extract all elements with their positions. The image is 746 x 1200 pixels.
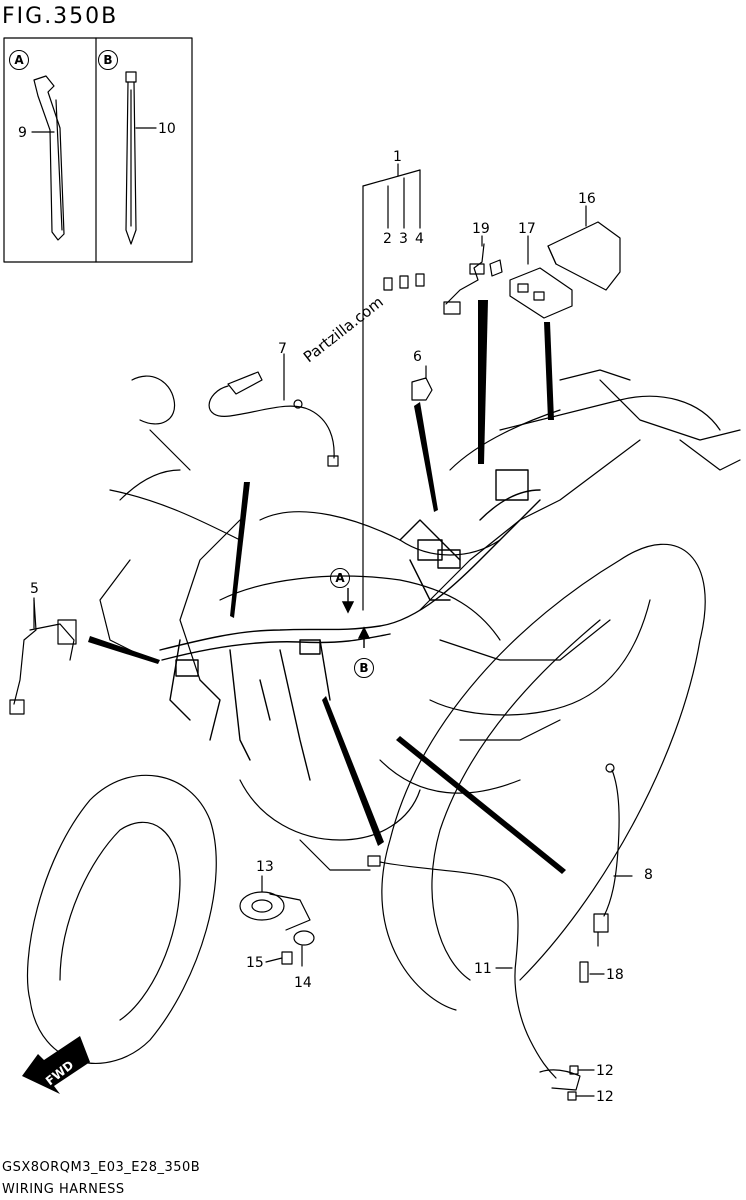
callout-1: 1 [393,149,402,165]
clamp-9 [33,75,65,241]
relay-17 [509,267,573,319]
sensor-8 [593,763,620,947]
pointer-wedges [88,300,566,874]
sensor-lead-7 [208,371,339,467]
bolt-18 [579,961,589,983]
bolt-15 [281,951,293,965]
callout-2: 2 [383,231,392,247]
callout-12-upper: 12 [596,1063,614,1079]
ref-label-b: B [354,658,374,678]
callout-10: 10 [158,121,176,137]
inset-label-a: A [9,50,29,70]
callout-7: 7 [278,341,287,357]
headlight-harness-5 [9,597,77,715]
callout-8: 8 [644,867,653,883]
callout-9: 9 [18,125,27,141]
lead-wire-11 [367,855,581,1101]
callout-5: 5 [30,581,39,597]
washer-14 [293,930,315,946]
motorcycle-outline [27,369,741,1064]
figure-title: FIG.350B [2,4,119,29]
ref-label-a: A [330,568,350,588]
fwd-arrow-shape [22,1036,90,1094]
inset-box [3,37,193,263]
figure-code: GSX8ORQM3_E03_E28_350B [2,1160,201,1175]
callout-16: 16 [578,191,596,207]
rubber-6 [411,377,433,401]
callout-19: 19 [472,221,490,237]
callout-3: 3 [399,231,408,247]
callout-14: 14 [294,975,312,991]
callout-4: 4 [415,231,424,247]
callout-15: 15 [246,955,264,971]
horn-13 [239,891,311,931]
callout-17: 17 [518,221,536,237]
callout-12-lower: 12 [596,1089,614,1105]
callout-13: 13 [256,859,274,875]
figure-name: WIRING HARNESS [2,1182,125,1197]
cable-tie-10 [125,71,137,245]
main-harness [159,469,541,781]
inset-label-b: B [98,50,118,70]
callout-11: 11 [474,961,492,977]
ecu-16 [547,205,621,291]
callout-6: 6 [413,349,422,365]
sub-harness-19 [443,243,503,315]
callout-18: 18 [606,967,624,983]
